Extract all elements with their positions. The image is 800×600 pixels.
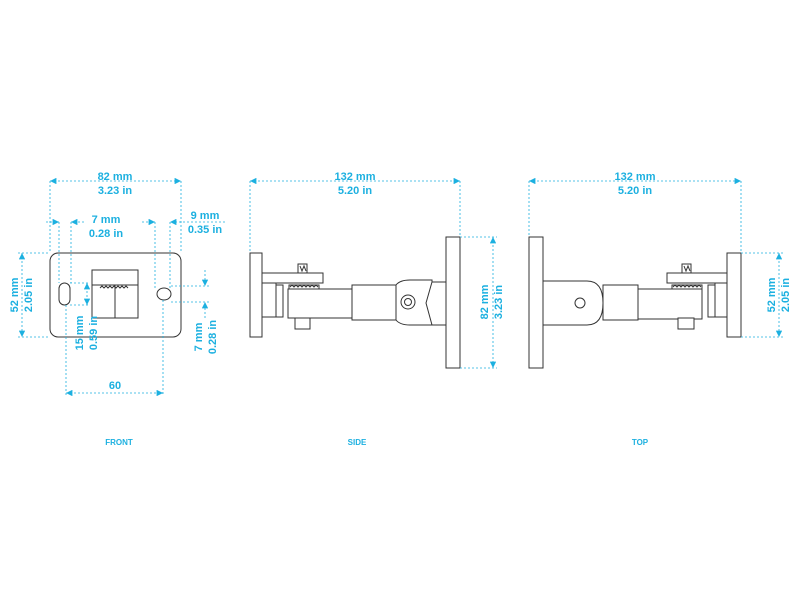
wall-plate bbox=[249, 252, 263, 338]
arm-sleeve bbox=[351, 284, 397, 321]
slot-width-mm: 7 mm bbox=[92, 214, 121, 226]
front-height-mm: 52 mm bbox=[9, 277, 21, 312]
lock-knob bbox=[294, 317, 311, 330]
side-plate-in: 3.23 in bbox=[493, 285, 505, 320]
slot-length-mm: 15 mm bbox=[74, 315, 86, 350]
front-width-in: 3.23 in bbox=[98, 185, 133, 197]
mounting-slot bbox=[58, 282, 71, 306]
side-length-in: 5.20 in bbox=[338, 185, 373, 197]
edge-distance-mm: 9 mm bbox=[191, 210, 220, 222]
device-plate bbox=[528, 236, 544, 369]
side-plate-mm: 82 mm bbox=[479, 284, 491, 319]
front-view: 82 mm 3.23 in 7 mm 0.28 in 9 mm 0.35 in … bbox=[9, 171, 225, 447]
hole-diameter-in: 0.28 in bbox=[207, 320, 219, 355]
front-view-label: FRONT bbox=[105, 438, 133, 447]
mounting-hole bbox=[156, 287, 172, 301]
front-width-mm: 82 mm bbox=[98, 171, 133, 183]
side-view-label: SIDE bbox=[348, 438, 367, 447]
top-length-mm: 132 mm bbox=[615, 171, 656, 183]
device-plate bbox=[445, 236, 461, 369]
top-plate-in: 2.05 in bbox=[780, 278, 792, 313]
slot-length-in: 0.59 in bbox=[88, 316, 100, 351]
wall-plate bbox=[726, 252, 742, 338]
edge-distance-in: 0.35 in bbox=[188, 224, 223, 236]
pivot-bolt bbox=[574, 297, 586, 309]
slot-width-in: 0.28 in bbox=[89, 228, 124, 240]
arm-tube bbox=[287, 288, 353, 319]
arm-tube bbox=[637, 288, 703, 320]
hole-diameter-mm: 7 mm bbox=[193, 322, 205, 351]
side-length-mm: 132 mm bbox=[335, 171, 376, 183]
lock-knob bbox=[677, 317, 695, 330]
top-length-in: 5.20 in bbox=[618, 185, 653, 197]
hole-spacing: 60 bbox=[109, 380, 121, 392]
front-height-in: 2.05 in bbox=[23, 278, 35, 313]
side-view: 132 mm 5.20 in 82 mm 3.23 in SIDE bbox=[249, 171, 505, 447]
arm-clevis bbox=[542, 280, 604, 326]
top-view-label: TOP bbox=[632, 438, 649, 447]
top-plate-mm: 52 mm bbox=[766, 277, 778, 312]
top-view: 132 mm 5.20 in 52 mm 2.05 in TOP bbox=[528, 171, 792, 447]
